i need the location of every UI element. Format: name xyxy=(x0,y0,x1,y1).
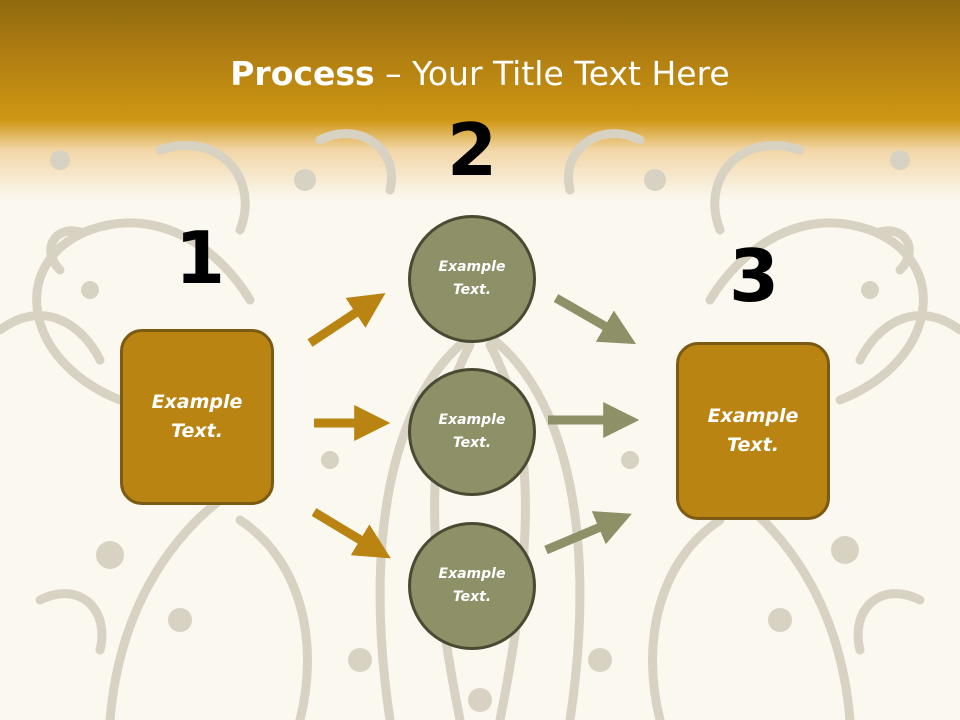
slide-title: Process – Your Title Text Here xyxy=(0,52,960,96)
left-process-box: Example Text. xyxy=(120,329,274,505)
arrow-top-to-right xyxy=(553,294,637,345)
top-circle-node: Example Text. xyxy=(408,215,536,343)
middle-circle-node: Example Text. xyxy=(408,368,536,496)
bottom-circle-text: Example Text. xyxy=(438,566,506,605)
middle-circle-text: Example Text. xyxy=(438,412,506,451)
title-rest: – Your Title Text Here xyxy=(374,54,730,93)
arrow-left-to-bottom xyxy=(311,508,391,559)
step-number-3: 3 xyxy=(728,234,780,318)
arrow-left-to-top xyxy=(307,293,386,347)
title-band xyxy=(0,0,960,200)
right-box-text: Example Text. xyxy=(707,405,799,456)
left-box-text: Example Text. xyxy=(151,391,243,442)
step-number-2: 2 xyxy=(446,108,498,192)
arrow-bottom-to-right xyxy=(544,511,632,555)
title-bold: Process xyxy=(230,54,375,93)
step-number-1: 1 xyxy=(174,216,226,300)
bottom-circle-node: Example Text. xyxy=(408,522,536,650)
right-process-box: Example Text. xyxy=(676,342,830,520)
top-circle-text: Example Text. xyxy=(438,259,506,298)
